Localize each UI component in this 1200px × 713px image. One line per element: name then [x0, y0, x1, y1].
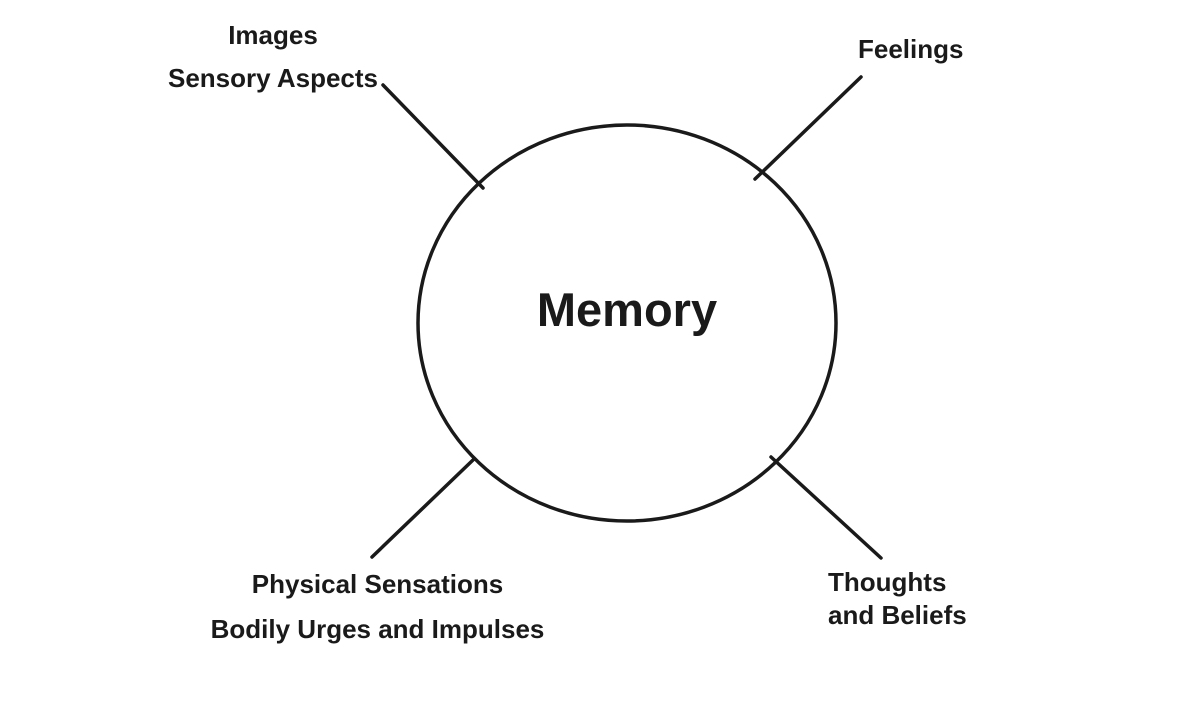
- node-label-line: Sensory Aspects: [167, 63, 379, 93]
- node-label-line: Physical Sensations: [251, 569, 504, 599]
- node-feelings: Feelings: [858, 28, 963, 71]
- connector-line-top-left: [381, 83, 485, 190]
- node-label-line: and Beliefs: [828, 600, 967, 630]
- node-label-line: Images: [228, 20, 318, 50]
- node-thoughts-beliefs: Thoughts and Beliefs: [828, 566, 967, 632]
- node-label-line: Thoughts: [828, 567, 947, 597]
- memory-circle: [416, 123, 838, 523]
- connector-line-bottom-left: [370, 458, 475, 559]
- connector-line-bottom-right: [769, 455, 883, 560]
- connector-line-top-right: [753, 75, 863, 181]
- node-label-line: Feelings: [858, 34, 964, 64]
- node-physical-sensations: Physical Sensations Bodily Urges and Imp…: [205, 562, 550, 652]
- node-images-sensory: Images Sensory Aspects: [158, 14, 388, 100]
- center-node-label: Memory: [536, 283, 718, 336]
- node-label-line: Bodily Urges and Impulses: [210, 614, 545, 644]
